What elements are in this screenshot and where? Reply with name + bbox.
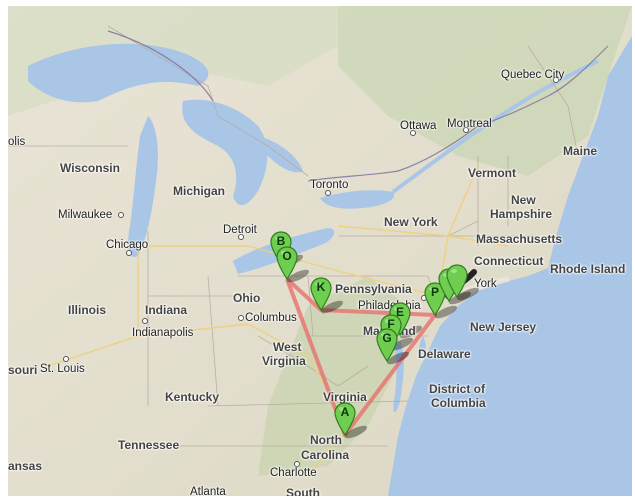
map-marker-a[interactable]: A (334, 402, 356, 437)
forest-tint-north (338, 6, 632, 176)
map-label-ny-city: York (474, 278, 497, 290)
lake-ontario (320, 190, 394, 209)
map-label-st-louis: St. Louis (40, 363, 85, 375)
map-marker-letter: A (340, 405, 350, 419)
detroit-city-dot (238, 234, 244, 240)
map-pin-icon (310, 277, 332, 312)
map-label-michigan: Michigan (173, 184, 226, 198)
map-marker-o[interactable]: O (276, 246, 298, 281)
map-pin-icon (446, 264, 468, 299)
map-label-pennsylvania: Pennsylvania (335, 282, 412, 296)
map-pin-icon (270, 231, 292, 266)
marker-j-shadow (456, 287, 480, 301)
map-label-kansas: ansas (8, 459, 43, 473)
map-marker-letter: B (276, 234, 286, 248)
map-label-new-jersey: New Jersey (470, 320, 537, 334)
map-marker-k[interactable]: K (310, 277, 332, 312)
map-label-lois: olis (8, 136, 26, 148)
lake-michigan (128, 116, 158, 257)
columbus-city-dot (238, 315, 244, 321)
lake-huron (182, 99, 268, 206)
ottawa-city-dot (410, 130, 416, 136)
map-label-new-hampshire-1: New (511, 193, 536, 207)
map-label-atlanta: Atlanta (190, 486, 226, 496)
map-marker-letter: O (282, 249, 292, 263)
map-marker-letter: G (382, 331, 392, 345)
georgian-bay (258, 136, 303, 173)
map-label-ottawa: Ottawa (400, 120, 437, 132)
map-label-massachusetts: Massachusetts (476, 232, 563, 246)
map-label-dc-1: District of (429, 382, 486, 396)
map-label-wisconsin: Wisconsin (60, 161, 120, 175)
marker-f-shadow (390, 337, 414, 351)
map-marker-letter: P (430, 285, 439, 299)
forest-tint-appalachian (258, 276, 408, 476)
long-island (463, 276, 510, 294)
st-lawrence-river (391, 59, 599, 194)
canada-us-border (107, 30, 609, 182)
map-canvas[interactable] (8, 6, 632, 496)
map-label-missouri: souri (8, 363, 38, 377)
map-label-tennessee: Tennessee (118, 438, 180, 452)
map-label-north-carolina-1: North (310, 433, 342, 447)
map-label-quebec-city: Quebec City (501, 69, 565, 81)
map-pin-icon (376, 328, 398, 363)
delaware-bay (419, 336, 426, 358)
map-marker-g[interactable]: G (376, 328, 398, 363)
map-marker-letter: E (395, 305, 404, 319)
map-label-delaware: Delaware (418, 347, 471, 361)
map-marker-e[interactable]: E (389, 302, 411, 337)
chicago-city-dot (126, 250, 132, 256)
map-label-indiana: Indiana (145, 303, 188, 317)
map-label-kentucky: Kentucky (165, 390, 220, 404)
marker-e-shadow (399, 325, 423, 339)
map-label-new-hampshire-2: Hampshire (490, 207, 553, 221)
map-label-illinois: Illinois (68, 303, 107, 317)
map-label-north-carolina-2: Carolina (301, 448, 350, 462)
lake-superior (28, 43, 209, 103)
map-marker-letter: K (316, 280, 326, 294)
map-label-toronto: Toronto (310, 179, 349, 191)
map-label-south: South (286, 486, 320, 496)
map-marker-j[interactable] (446, 264, 468, 299)
marker-g-shadow (386, 351, 410, 365)
st-louis-city-dot (63, 356, 69, 362)
marker-o-shadow (286, 269, 310, 283)
marker-shadows (280, 254, 480, 439)
map-label-vermont: Vermont (468, 166, 517, 180)
map-label-west-virginia-2: Virginia (262, 354, 306, 368)
quebec-city-city-dot (553, 77, 559, 83)
map-marker-letter: F (387, 317, 395, 331)
map-label-rhode-island: Rhode Island (550, 262, 626, 276)
map-marker-b[interactable]: B (270, 231, 292, 266)
marker-a-shadow (344, 425, 368, 439)
map-label-west-virginia-1: West (273, 340, 302, 354)
marker-p-shadow (434, 305, 458, 319)
map-label-new-york: New York (384, 215, 438, 229)
indianapolis-city-dot (142, 318, 148, 324)
marker-k-shadow (320, 300, 344, 314)
map-label-charlotte: Charlotte (270, 467, 317, 479)
map-label-maine: Maine (563, 144, 598, 158)
toronto-city-dot (325, 190, 331, 196)
map-label-detroit: Detroit (223, 224, 257, 236)
milwaukee-city-dot (118, 212, 124, 218)
charlotte-city-dot (294, 461, 300, 467)
map-label-dc-2: Columbia (431, 396, 486, 410)
map-pin-icon (389, 302, 411, 337)
map-label-montreal: Montreal (447, 118, 492, 130)
map-label-connecticut: Connecticut (474, 254, 544, 268)
map-pin-icon (334, 402, 356, 437)
map-pin-icon (276, 246, 298, 281)
map-label-indianapolis: Indianapolis (132, 327, 194, 339)
map-label-chicago: Chicago (106, 239, 149, 251)
map-label-milwaukee: Milwaukee (58, 209, 113, 221)
montreal-city-dot (463, 127, 469, 133)
map-label-columbus: Columbus (245, 312, 297, 324)
marker-i-shadow (448, 291, 472, 305)
map-label-ohio: Ohio (233, 291, 261, 305)
map-label-virginia: Virginia (323, 390, 367, 404)
